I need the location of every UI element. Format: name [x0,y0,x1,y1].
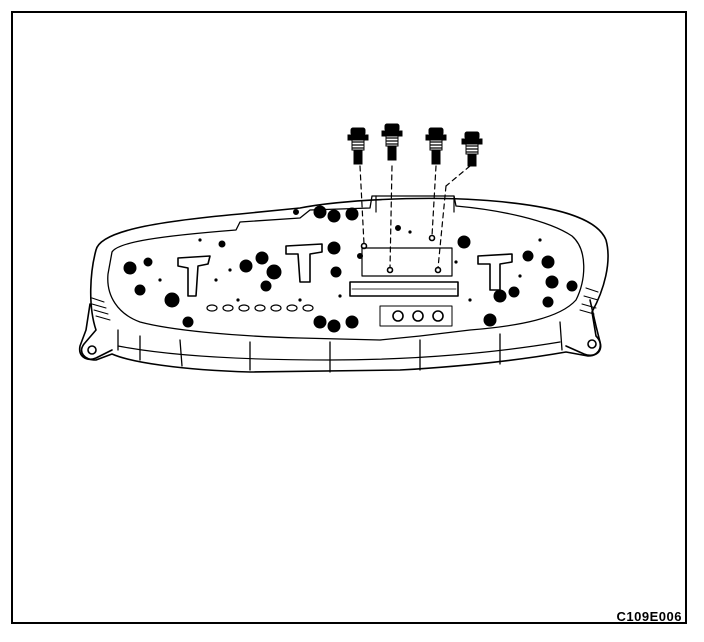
right-mounting-tab [565,299,602,357]
bulb-sockets [123,205,578,333]
cluster-housing-outline [80,197,609,373]
figure-code: C109E006 [616,609,682,624]
connector-strip [349,281,459,297]
right-mounting-hole [587,339,597,349]
solder-points [158,230,542,302]
large-socket-group [379,305,453,327]
board-recess [361,195,455,277]
indicator-socket-row [206,304,314,312]
left-ribs [91,297,111,321]
case-lower-wall [117,321,563,373]
center-gauge-bracket [285,243,323,283]
right-ribs [579,287,599,315]
screw-icon [347,123,483,167]
screw-alignment-lines [359,165,471,269]
left-gauge-bracket [177,255,211,297]
case-lower-rim [117,341,561,361]
left-mounting-tab [78,303,113,361]
left-mounting-hole [87,345,97,355]
screw-holes [360,234,442,274]
right-gauge-bracket [477,253,513,291]
printed-circuit-board [107,195,585,341]
